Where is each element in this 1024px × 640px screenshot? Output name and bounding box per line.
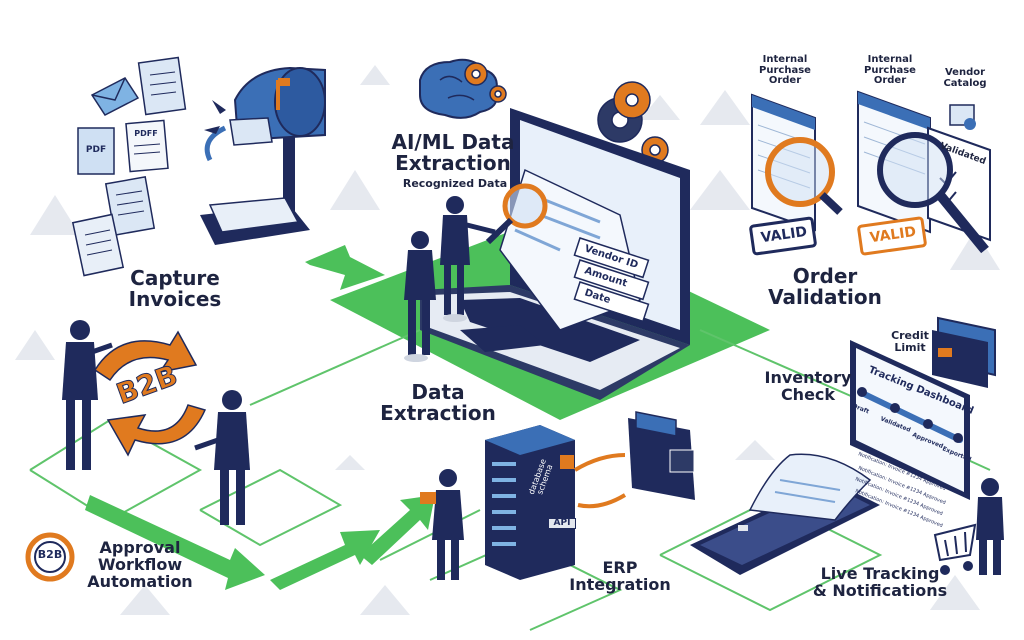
mailbox-icon [200, 66, 326, 245]
arrow-in-icon [204, 100, 226, 134]
receipt-scroll [748, 453, 872, 521]
live-tracking-label: Live Tracking & Notifications [812, 564, 948, 600]
credit-limit-label: Credit Limit [891, 329, 929, 354]
invoice-document-icon [104, 176, 156, 236]
magnifier-icon-2 [877, 132, 989, 254]
shopping-cart-icon [933, 523, 977, 575]
person-analyst-2 [440, 196, 496, 322]
screen-field-box [573, 237, 650, 279]
ai-ml-extraction-label: AI/ML Data Extraction [391, 130, 515, 175]
valid-stamp-2 [857, 216, 927, 256]
b2b-badge-label: B2B [37, 548, 63, 561]
erp-integration-label: ERP Integration [569, 558, 671, 594]
recognized-data-label: Recognized Data [402, 177, 508, 190]
form-document-icon [71, 213, 125, 277]
internal-po-label-2: Internal Purchase Order [864, 54, 916, 86]
valid-stamp-1 [749, 216, 817, 256]
inventory-check-label: Inventory Check [764, 368, 852, 404]
person-analyst-1 [404, 231, 436, 362]
screen-field-box [573, 259, 650, 301]
envelope-icon [90, 77, 140, 116]
approval-workflow-label: Approval Workflow Automation [87, 538, 193, 591]
b2b-badge-icon [25, 532, 75, 582]
sync-arrows-icon [573, 453, 627, 509]
api-label: API [548, 518, 576, 530]
keyboard [460, 298, 640, 362]
purchase-order-doc-2 [857, 90, 991, 254]
person-partner-1 [62, 320, 113, 470]
server-rack [485, 425, 575, 580]
person-erp [420, 469, 464, 580]
pdf-document-icon-2: PDFF [125, 119, 169, 173]
credit-card-icon [932, 316, 996, 388]
person-partner-2 [194, 390, 250, 525]
pdf-document-icon-1: PDF [77, 127, 115, 175]
person-shopper [976, 478, 1004, 575]
order-validation-label: Order Validation [768, 264, 882, 309]
pdf-label-2: PDFF [134, 129, 157, 138]
catalog-icon [949, 104, 976, 130]
internal-po-label-1: Internal Purchase Order [759, 54, 811, 86]
wallet-icon [628, 411, 695, 500]
magnifier-icon [485, 183, 548, 245]
incoming-documents: PDF PDFF [71, 56, 187, 277]
flow-arrows [85, 245, 435, 590]
purchase-order-doc-1 [751, 93, 843, 232]
vendor-catalog-label: Vendor Catalog [943, 67, 987, 89]
document-icon [137, 56, 187, 116]
b2b-cycle-icon [93, 330, 207, 457]
data-extraction-label: Data Extraction [380, 380, 496, 425]
magnifier-icon-1 [765, 137, 843, 215]
capture-invoices-label: Capture Invoices [128, 266, 222, 311]
laptop-gear-icons [597, 81, 669, 164]
tracking-dashboard [850, 340, 970, 500]
gear-icon [464, 62, 507, 103]
background-triangles [15, 65, 1000, 615]
pdf-label-1: PDF [86, 145, 106, 155]
screen-field-box [573, 281, 650, 323]
